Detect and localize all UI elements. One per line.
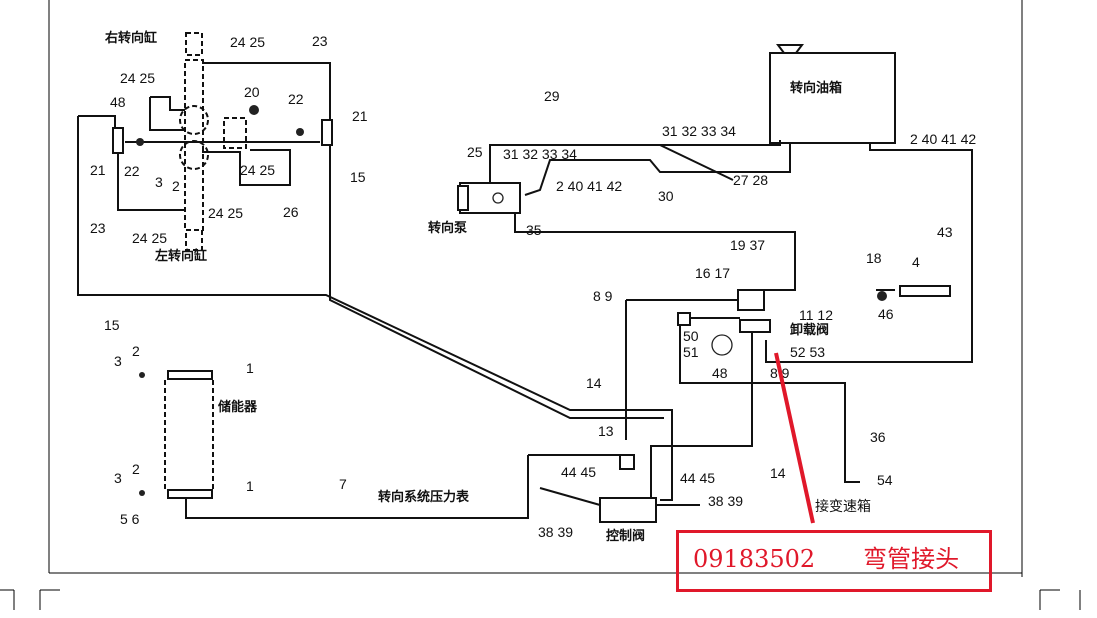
- label: 38 39: [708, 493, 743, 509]
- label: 2 40 41 42: [556, 178, 622, 194]
- label: 5 6: [120, 511, 140, 527]
- label: 30: [658, 188, 674, 204]
- label: 18: [866, 250, 882, 266]
- label: 1: [246, 360, 254, 376]
- label: 51: [683, 344, 699, 360]
- label-unloading-valve: 卸载阀: [790, 322, 829, 338]
- label: 15: [350, 169, 366, 185]
- label: 20: [244, 84, 260, 100]
- part-name: 弯管接头: [863, 545, 960, 573]
- label: 31 32 33 34: [662, 123, 736, 139]
- label-pressure-gauge: 转向系统压力表: [378, 489, 470, 505]
- label: 52 53: [790, 344, 825, 360]
- label: 23: [90, 220, 106, 236]
- label: 22: [124, 163, 140, 179]
- annotation-pointer: [774, 352, 815, 524]
- annotation-box: 09183502 弯管接头: [676, 530, 992, 592]
- label-left-steering-cylinder: 左转向缸: [155, 248, 207, 264]
- label: 24 25: [132, 230, 167, 246]
- label-right-steering-cylinder: 右转向缸: [104, 30, 157, 46]
- label: 15: [104, 317, 120, 333]
- control-valve-region: [185, 454, 700, 523]
- label: 2 40 41 42: [910, 131, 976, 147]
- page-border: [0, 0, 1081, 610]
- diagram-labels: 右转向缸 24 25 23 24 25 48 20 22 21 21 22 3 …: [90, 30, 976, 544]
- label: 1: [246, 478, 254, 494]
- label: 3: [155, 174, 163, 190]
- label: 43: [937, 224, 953, 240]
- label: 22: [288, 91, 304, 107]
- label: 54: [877, 472, 893, 488]
- annotation-text: 09183502 弯管接头: [693, 539, 959, 574]
- label: 24 25: [208, 205, 243, 221]
- unloading-valve-region: [625, 285, 951, 500]
- label: 14: [770, 465, 786, 481]
- label: 16 17: [695, 265, 730, 281]
- label: 29: [544, 88, 560, 104]
- label-steering-oil-tank: 转向油箱: [790, 80, 842, 96]
- label: 25: [467, 144, 483, 160]
- label: 31 32 33 34: [503, 146, 577, 162]
- label: 21: [90, 162, 106, 178]
- label: 3: [114, 470, 122, 486]
- label: 14: [586, 375, 602, 391]
- label-steering-pump: 转向泵: [428, 220, 467, 236]
- label: 44 45: [680, 470, 715, 486]
- label: 26: [283, 204, 299, 220]
- label-to-gearbox: 接变速箱: [815, 498, 871, 515]
- label: 36: [870, 429, 886, 445]
- label: 4: [912, 254, 920, 270]
- accumulator: [139, 370, 214, 510]
- label: 48: [110, 94, 126, 110]
- label: 44 45: [561, 464, 596, 480]
- label: 38 39: [538, 524, 573, 540]
- label: 2: [132, 343, 140, 359]
- label: 13: [598, 423, 614, 439]
- label: 27 28: [733, 172, 768, 188]
- label: 46: [878, 306, 894, 322]
- label: 23: [312, 33, 328, 49]
- part-number: 09183502: [693, 545, 816, 573]
- label: 24 25: [240, 162, 275, 178]
- label: 35: [526, 222, 542, 238]
- label: 50: [683, 328, 699, 344]
- label: 11 12: [799, 307, 833, 323]
- label: 2: [132, 461, 140, 477]
- label: 48: [712, 365, 728, 381]
- label: 24 25: [120, 70, 155, 86]
- label: 21: [352, 108, 368, 124]
- tank-and-pump: [457, 44, 973, 363]
- label: 3: [114, 353, 122, 369]
- label: 8 9: [593, 288, 613, 304]
- label: 2: [172, 178, 180, 194]
- label-accumulator: 储能器: [217, 399, 258, 415]
- label: 19 37: [730, 237, 765, 253]
- label-control-valve: 控制阀: [606, 528, 645, 544]
- steering-cylinders: [77, 32, 673, 501]
- label: 7: [339, 476, 347, 492]
- label: 24 25: [230, 34, 265, 50]
